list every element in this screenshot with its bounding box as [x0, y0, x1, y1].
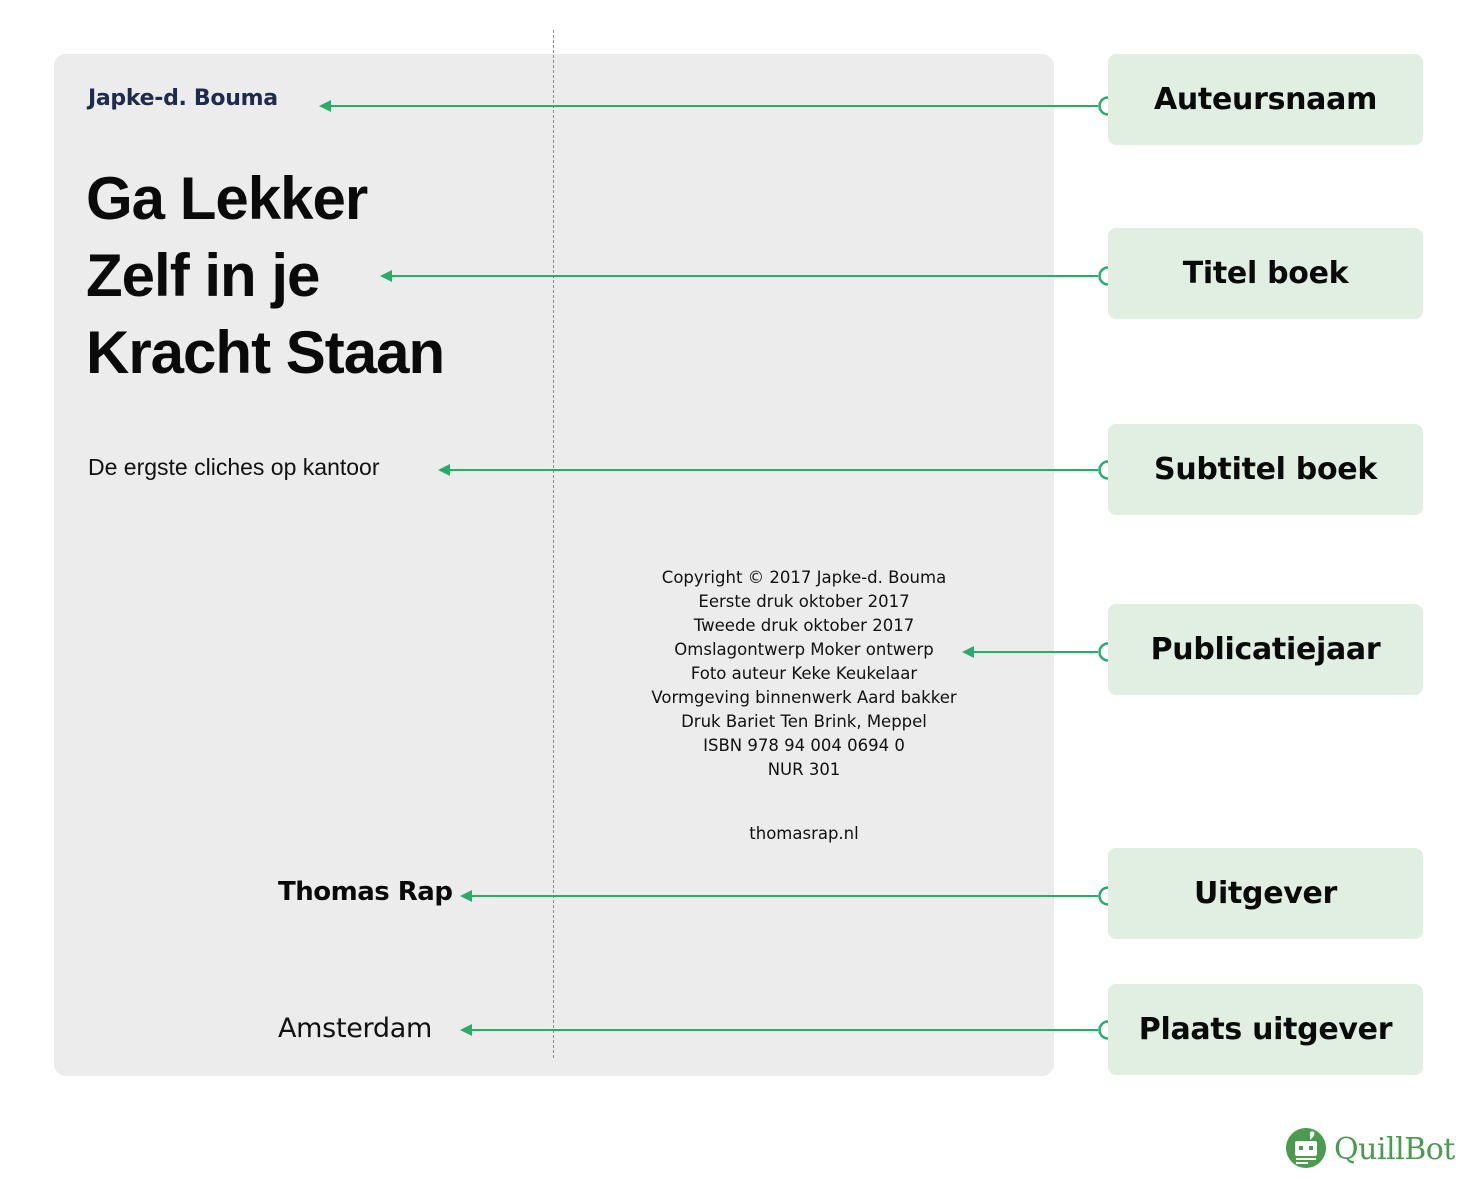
quillbot-robot-icon	[1286, 1128, 1326, 1168]
colophon-line: Vormgeving binnenwerk Aard bakker	[651, 688, 957, 707]
book-subtitle: De ergste cliches op kantoor	[88, 454, 380, 480]
title-line: Ga Lekker	[86, 165, 368, 232]
page-fold-line	[553, 30, 554, 1058]
arrow-head-icon	[319, 100, 331, 112]
arrow-head-icon	[460, 1024, 472, 1036]
publisher-place: Amsterdam	[278, 1013, 432, 1044]
quillbot-logo: QuillBot	[1286, 1128, 1455, 1170]
label-subtitle: Subtitel boek	[1108, 424, 1423, 515]
label-author: Auteursnaam	[1108, 54, 1423, 145]
colophon-line: ISBN 978 94 004 0694 0	[703, 736, 905, 755]
author-name: Japke-d. Bouma	[88, 86, 278, 111]
label-publisher-place: Plaats uitgever	[1108, 984, 1423, 1075]
colophon-line: Druk Bariet Ten Brink, Meppel	[681, 712, 927, 731]
colophon-line: Copyright © 2017 Japke-d. Bouma	[661, 568, 947, 587]
arrow-head-icon	[460, 890, 472, 902]
colophon-line: NUR 301	[767, 760, 841, 779]
arrow-head-icon	[380, 270, 392, 282]
title-line: Zelf in je	[86, 242, 320, 309]
colophon-line: Foto auteur Keke Keukelaar	[690, 664, 918, 683]
publisher-website: thomasrap.nl	[749, 824, 859, 843]
publisher-name: Thomas Rap	[278, 877, 453, 907]
label-publication-year: Publicatiejaar	[1108, 604, 1423, 695]
arrow-head-icon	[962, 646, 974, 658]
colophon-line: Omslagontwerp Moker ontwerp	[674, 640, 934, 659]
colophon-line: Tweede druk oktober 2017	[693, 616, 915, 635]
brand-name: QuillBot	[1334, 1131, 1455, 1167]
label-publisher: Uitgever	[1108, 848, 1423, 939]
book-title-page	[54, 54, 1054, 1076]
colophon: Copyright © 2017 Japke-d. Bouma Eerste d…	[604, 566, 1004, 782]
arrow-head-icon	[438, 464, 450, 476]
title-line: Kracht Staan	[86, 319, 445, 386]
label-title: Titel boek	[1108, 228, 1423, 319]
book-title: Ga Lekker Zelf in je Kracht Staan	[86, 160, 445, 391]
colophon-line: Eerste druk oktober 2017	[698, 592, 910, 611]
